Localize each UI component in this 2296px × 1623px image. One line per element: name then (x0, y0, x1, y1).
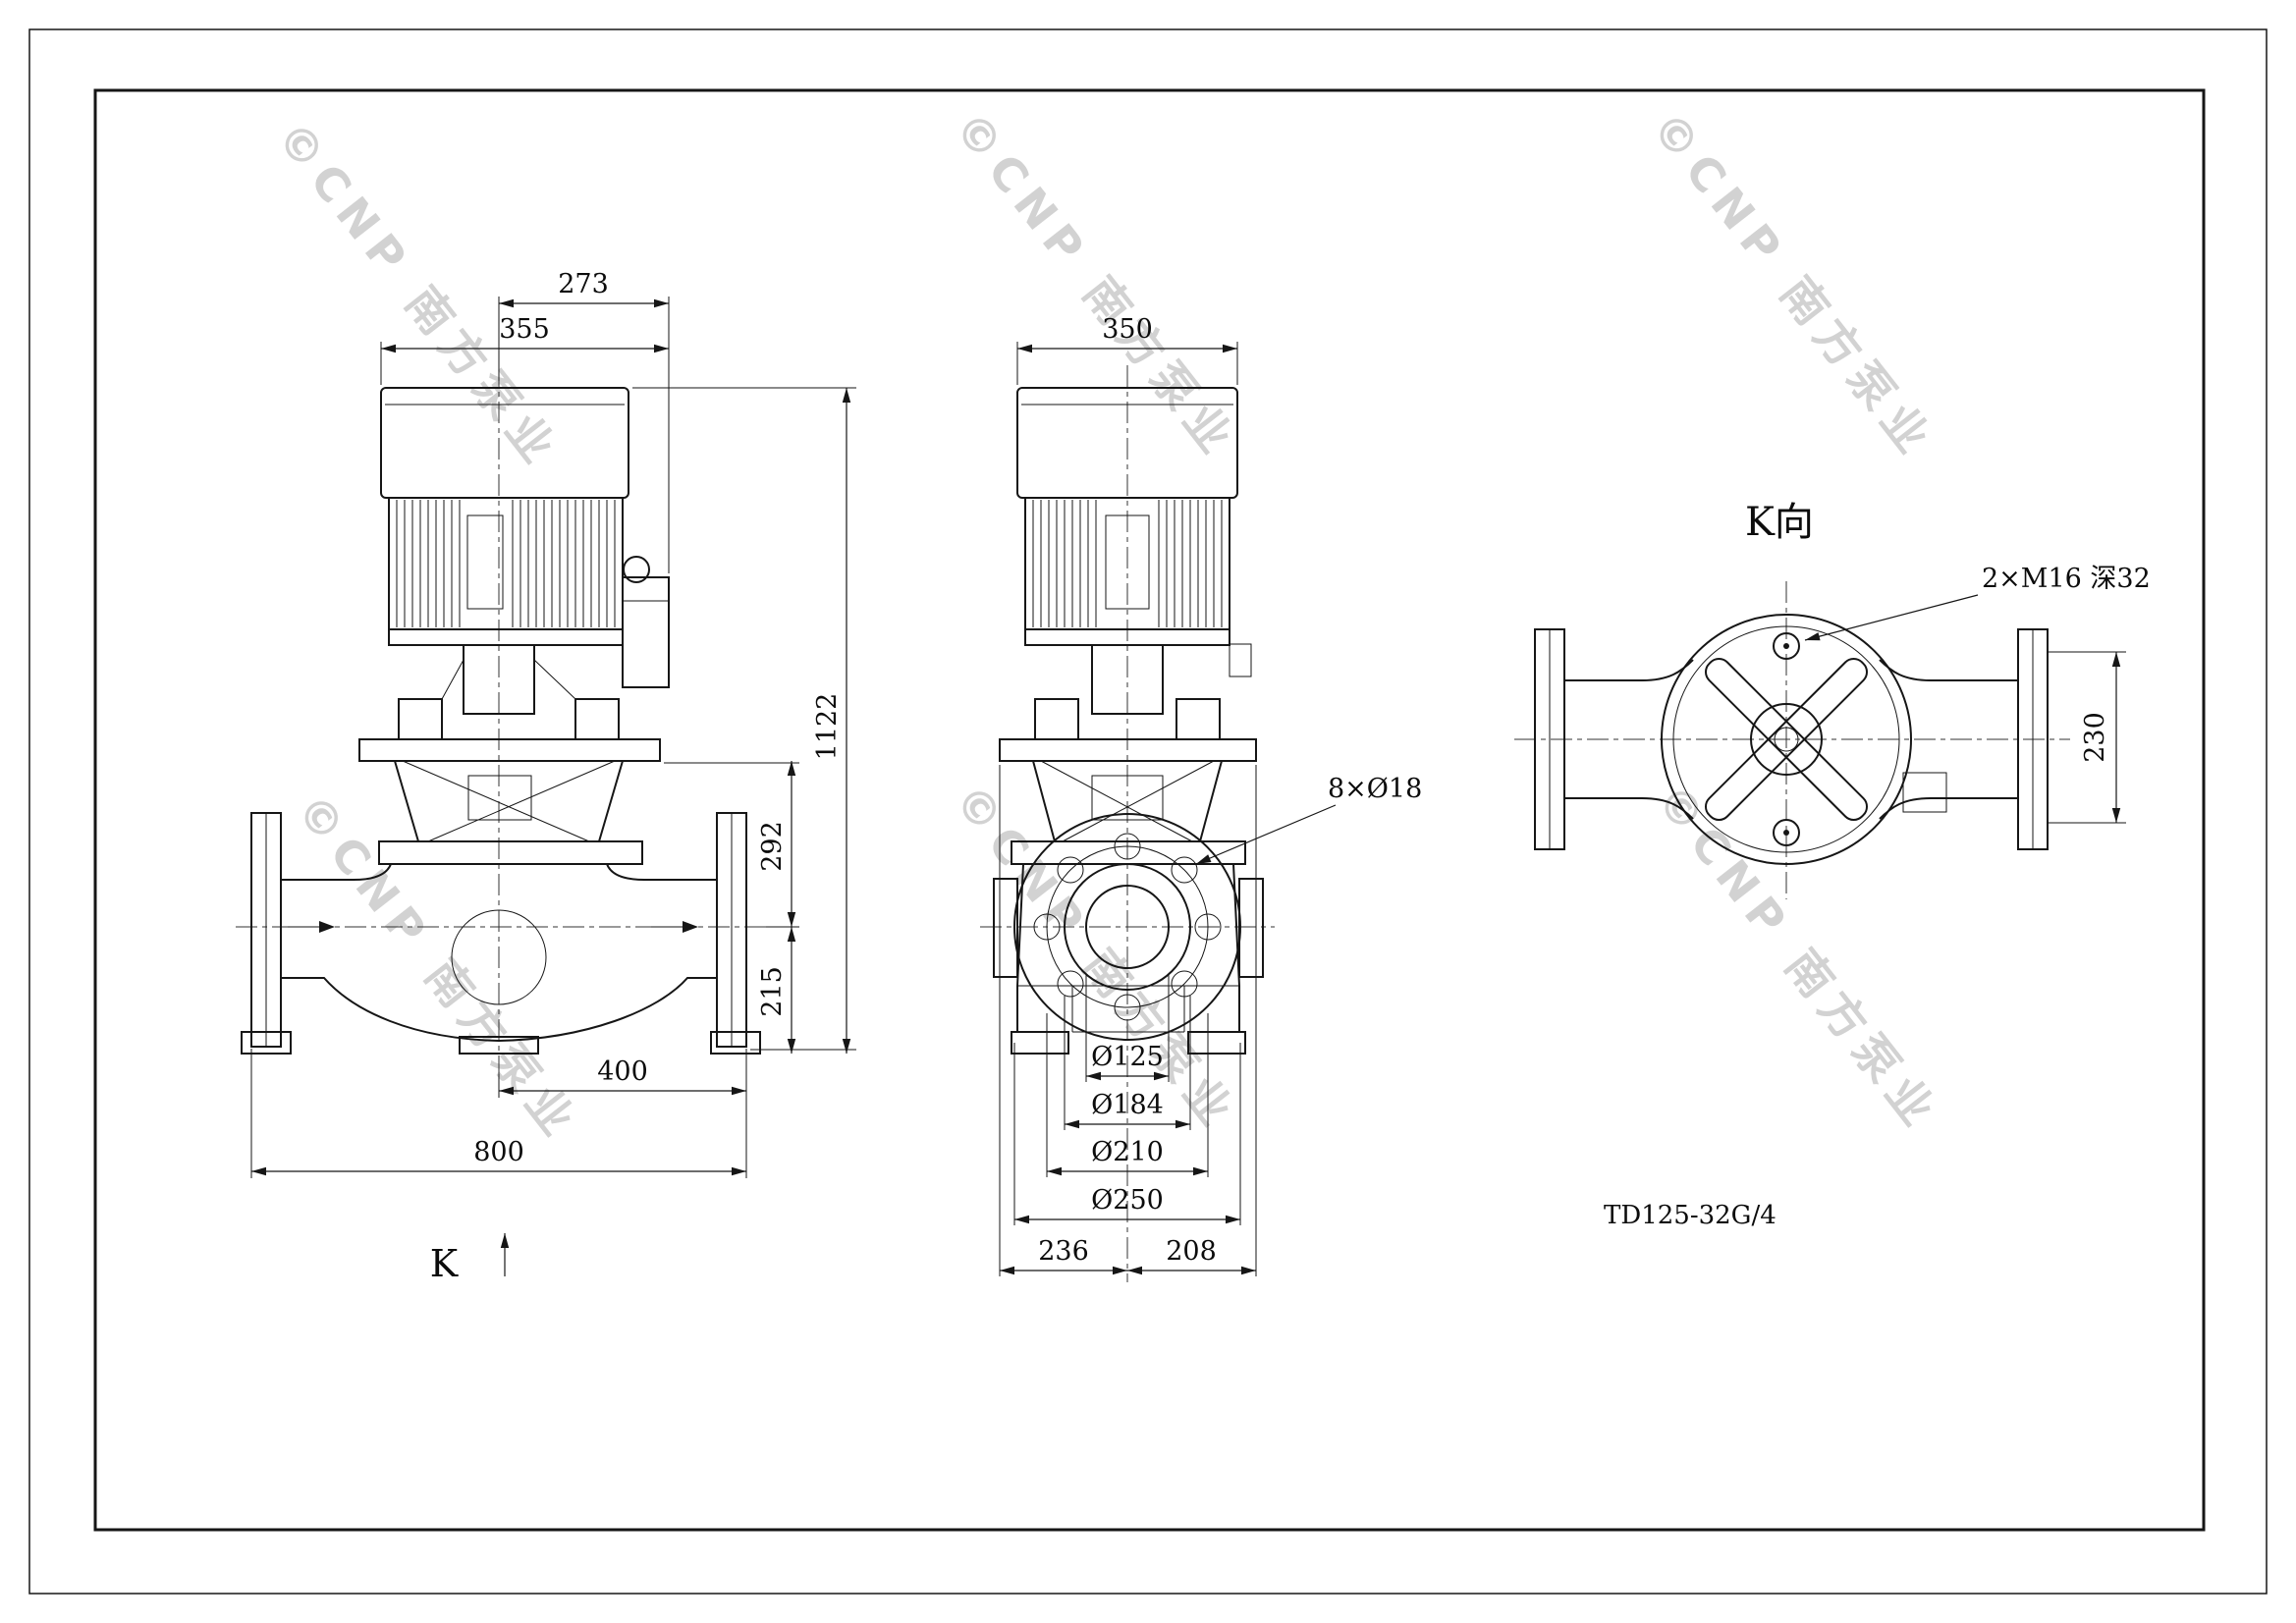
base-pad-right (710, 1031, 761, 1055)
dim-230: 230 (2080, 712, 2110, 763)
watermark-text: ©CNP 南方泵业 (286, 784, 589, 1152)
dim-800: 800 (473, 1137, 524, 1167)
k-terminal-box-top (1902, 772, 1947, 813)
bolt-hole (1114, 994, 1141, 1021)
side-view: 8×Ø18 350 Ø125 Ø184 Ø210 Ø250 236 208 (980, 314, 1422, 1282)
pipe-top-right (606, 863, 717, 881)
bolt-note-leader (1195, 804, 1337, 865)
k-cross-arm (1704, 657, 1869, 822)
flow-arrow-out (683, 921, 698, 933)
lantern-braces (402, 760, 616, 842)
lantern-braces (1040, 760, 1215, 842)
coupling-guard (467, 775, 532, 821)
watermark-text: ©CNP 南方泵业 (1641, 102, 1944, 469)
k-view: K向 2×M16 深32 230 (1514, 500, 2151, 899)
terminal-box (622, 576, 670, 688)
side-extension-lines (999, 342, 1257, 1276)
port-stub-right (1238, 878, 1264, 978)
seal-chamber (451, 909, 547, 1005)
k-tapped-hole-top-center (1783, 643, 1789, 649)
bolt-circle (1046, 845, 1209, 1008)
motor-foot-left (398, 698, 443, 740)
motor-fins (1032, 500, 1223, 627)
motor-stool-plate (358, 738, 661, 762)
dim-355: 355 (499, 314, 550, 345)
flow-arrow-in (319, 921, 335, 933)
k-pipe-bottom-left (1564, 797, 1694, 820)
k-tapped-hole-bottom (1773, 819, 1800, 846)
k-motor-flange-outer (1661, 614, 1912, 865)
dim-bolt-circle: Ø210 (1091, 1137, 1164, 1167)
k-pipe-bottom-right (1879, 797, 2018, 820)
motor-foot-braces (441, 659, 576, 700)
volute-foot (459, 1036, 539, 1055)
dim-208: 208 (1166, 1236, 1217, 1267)
motor-nameplate (466, 514, 504, 610)
k-hub-bore (1774, 727, 1799, 752)
bolt-hole (1114, 833, 1141, 860)
cable-gland (623, 556, 650, 583)
motor-fins (396, 500, 616, 627)
tap-note-leader (1804, 594, 1979, 641)
bolt-hole (1057, 970, 1084, 998)
k-pipe-top-left (1564, 659, 1694, 681)
bore-circle (1085, 885, 1170, 969)
motor-lower-flange (388, 628, 624, 646)
raised-face-circle (1064, 863, 1191, 991)
terminal-box-edge (1229, 643, 1252, 677)
model-number: TD125-32G/4 (1604, 1201, 1777, 1230)
bolt-holes (1033, 833, 1222, 1021)
dim-raised-face: Ø184 (1091, 1090, 1164, 1120)
k-hub (1750, 703, 1823, 776)
dim-292: 292 (757, 821, 788, 872)
volute-outline (281, 977, 717, 1043)
watermark-text: ©CNP 南方泵业 (944, 102, 1247, 469)
pipe-top-left (281, 863, 392, 881)
front-view: 273 355 1122 292 215 400 800 K (236, 269, 856, 1285)
dim-1122: 1122 (812, 693, 843, 761)
casing-pad-left (1011, 1031, 1069, 1055)
dim-236: 236 (1038, 1236, 1089, 1267)
flange-od-circle (1013, 813, 1241, 1041)
casing-feet-web (1017, 985, 1239, 1033)
dim-273: 273 (558, 269, 609, 299)
note-tapped-holes: 2×M16 深32 (1982, 564, 2151, 594)
lantern-support (393, 760, 625, 842)
dim-215: 215 (757, 966, 788, 1017)
motor-foot-right (1175, 698, 1221, 740)
casing-pad-right (1187, 1031, 1246, 1055)
bolt-hole (1194, 913, 1222, 941)
motor-body (388, 497, 624, 630)
sheet-border (28, 28, 2268, 1595)
k-cross-arm (1704, 657, 1869, 822)
bolt-hole (1171, 970, 1198, 998)
bolt-hole (1033, 913, 1061, 941)
bolt-hole (1171, 856, 1198, 884)
watermark-text: ©CNP 南方泵业 (266, 112, 570, 479)
k-motor-flange-inner (1672, 625, 1900, 853)
dim-350: 350 (1102, 314, 1153, 345)
front-extension-lines (250, 297, 856, 1178)
motor-nameplate (1105, 514, 1150, 610)
watermarks: ©CNP 南方泵业 ©CNP 南方泵业 ©CNP 南方泵业 ©CNP 南方泵业 … (266, 102, 1949, 1152)
dim-flange-od: Ø250 (1091, 1185, 1164, 1216)
k-tapped-hole-top (1773, 632, 1800, 660)
dim-400: 400 (597, 1056, 648, 1087)
port-stub-left (993, 878, 1018, 978)
k-pipe-top-right (1879, 659, 2018, 681)
motor-foot-left (1034, 698, 1079, 740)
k-tapped-hole-bottom-center (1783, 830, 1789, 836)
motor-foot-right (574, 698, 620, 740)
k-section-label: K (430, 1242, 459, 1285)
k-view-title: K向 (1745, 500, 1814, 545)
note-bolt-holes: 8×Ø18 (1328, 774, 1422, 804)
base-pad-left (241, 1031, 292, 1055)
coupling-guard (1091, 775, 1164, 821)
casing-top-flange (378, 840, 643, 865)
bolt-hole (1057, 856, 1084, 884)
motor-shaft-housing (463, 644, 535, 715)
dim-bore: Ø125 (1091, 1042, 1164, 1072)
motor-shaft-housing (1091, 644, 1164, 715)
